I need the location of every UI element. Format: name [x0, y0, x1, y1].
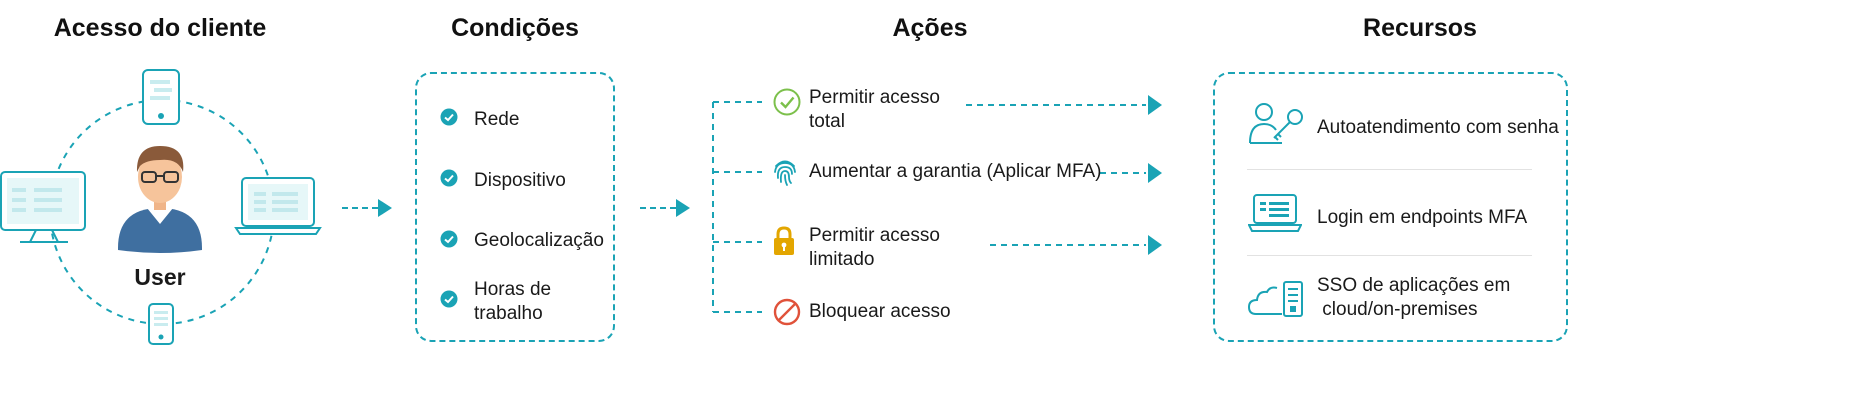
actions-bracket: [712, 95, 1162, 313]
column-heading-resources: Recursos: [1363, 14, 1477, 42]
resources-box: [1213, 72, 1568, 342]
check-badge-icon: [440, 108, 458, 126]
flow-arrow-to-conditions: [342, 199, 392, 217]
laptop-icon: [234, 177, 322, 235]
user-key-icon: [1249, 103, 1303, 144]
action-label-bloquear-acesso: Bloquear acesso: [809, 301, 951, 322]
column-heading-conditions: Condições: [451, 14, 579, 42]
condition-label: Horas de trabalho: [474, 279, 552, 324]
cloud-server-icon: [1248, 281, 1303, 317]
condition-label: Geolocalização: [474, 230, 604, 251]
check-badge-icon: [440, 230, 458, 248]
desktop-monitor-icon: [0, 171, 86, 243]
fingerprint-icon: [774, 160, 796, 186]
condition-label: Dispositivo: [474, 170, 566, 191]
phone-icon-top: [142, 69, 180, 125]
column-heading-actions: Ações: [892, 14, 968, 42]
user-label: User: [134, 264, 186, 290]
resource-divider: [1247, 255, 1532, 256]
check-badge-icon: [440, 169, 458, 187]
phone-icon-bottom: [148, 303, 174, 345]
laptop-icon: [1248, 194, 1302, 232]
conditions-box: [415, 72, 615, 342]
flow-arrow-to-actions: [640, 199, 690, 217]
resource-label-login-mfa: Login em endpoints MFA: [1317, 207, 1528, 228]
user-avatar: [118, 146, 202, 253]
column-heading-client: Acesso do cliente: [53, 14, 267, 42]
resource-divider: [1247, 169, 1532, 170]
action-label-aumentar-garantia: Aumentar a garantia (Aplicar MFA): [809, 161, 1102, 182]
action-label-permitir-acesso-limitado: Permitir acesso limitado: [809, 225, 940, 270]
resource-label-sso: SSO de aplicações em cloud/on-premises: [1317, 275, 1511, 320]
check-circle-icon: [773, 88, 801, 116]
resource-label-autoatendimento: Autoatendimento com senha: [1317, 117, 1559, 138]
lock-icon: [774, 226, 794, 255]
check-badge-icon: [440, 290, 458, 308]
block-icon: [773, 298, 801, 326]
action-label-permitir-acesso-total: Permitir acesso total: [809, 87, 940, 132]
condition-label: Rede: [474, 109, 520, 130]
client-access-diagram: [0, 69, 322, 345]
